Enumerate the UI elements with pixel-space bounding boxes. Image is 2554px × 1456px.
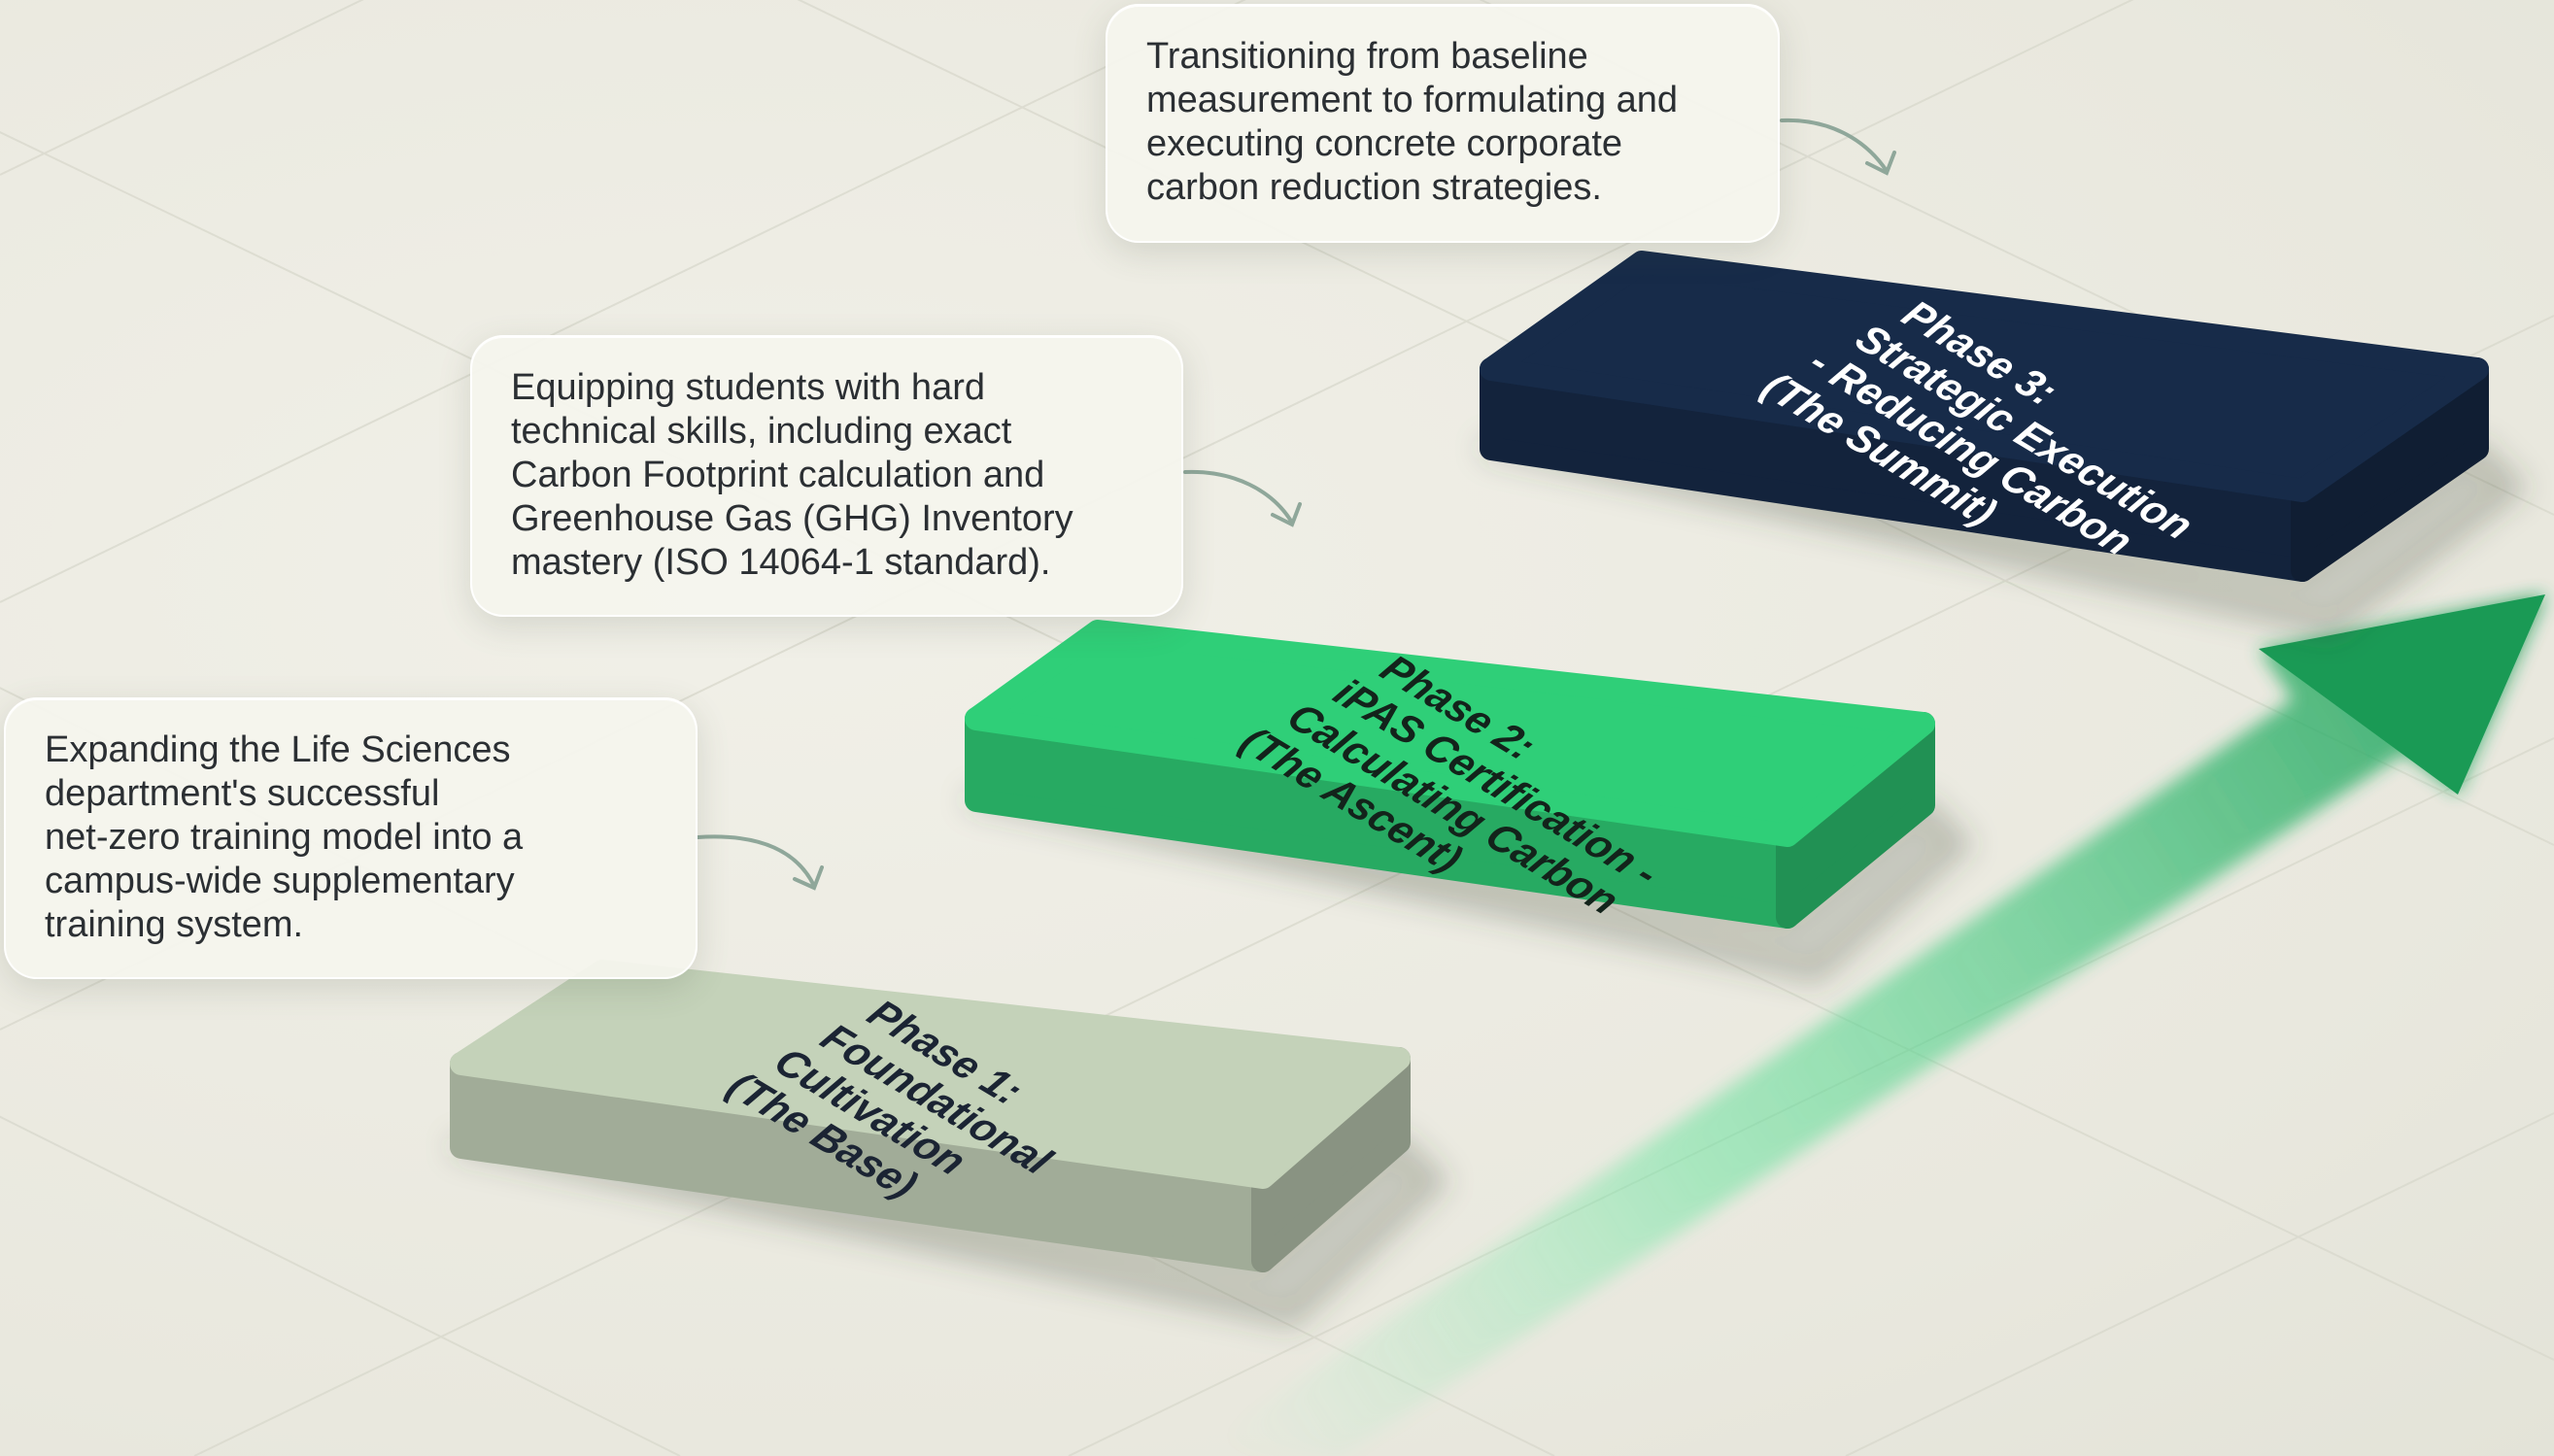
callout-phase-3: Transitioning from baseline measurement …	[1106, 4, 1780, 243]
connector-arrow-phase-1	[696, 834, 816, 888]
phase-steps: Phase 1:FoundationalCultivation(The Base…	[450, 251, 2528, 1331]
callout-phase-2-text: Equipping students with hard technical s…	[511, 367, 1073, 583]
growth-arrow	[1205, 594, 2545, 1456]
callout-phase-3-text: Transitioning from baseline measurement …	[1146, 36, 1679, 208]
connector-arrow-phase-3-head	[1865, 151, 1896, 176]
connector-arrow-phase-2-head	[1271, 502, 1302, 527]
phase-3-top	[1480, 251, 2489, 502]
phase-1-top	[450, 960, 1411, 1189]
phase-3-block: Phase 3:Strategic Execution- Reducing Ca…	[1480, 251, 2528, 640]
callout-phase-1: Expanding the Life Sciences department's…	[4, 697, 698, 979]
arrow-head-icon	[2259, 594, 2545, 795]
callout-phase-1-text: Expanding the Life Sciences department's…	[45, 729, 524, 945]
connector-arrow-phase-1-head	[793, 865, 824, 891]
connector-arrows	[696, 118, 1896, 891]
phase-1-block: Phase 1:FoundationalCultivation(The Base…	[450, 960, 1449, 1331]
phase-2-top	[965, 620, 1935, 847]
phase-2-block: Phase 2:iPAS Certification -Calculating …	[965, 620, 1974, 987]
connector-arrow-phase-2	[1183, 469, 1294, 525]
callout-phase-2: Equipping students with hard technical s…	[470, 335, 1183, 617]
connector-arrow-phase-3	[1780, 118, 1889, 173]
